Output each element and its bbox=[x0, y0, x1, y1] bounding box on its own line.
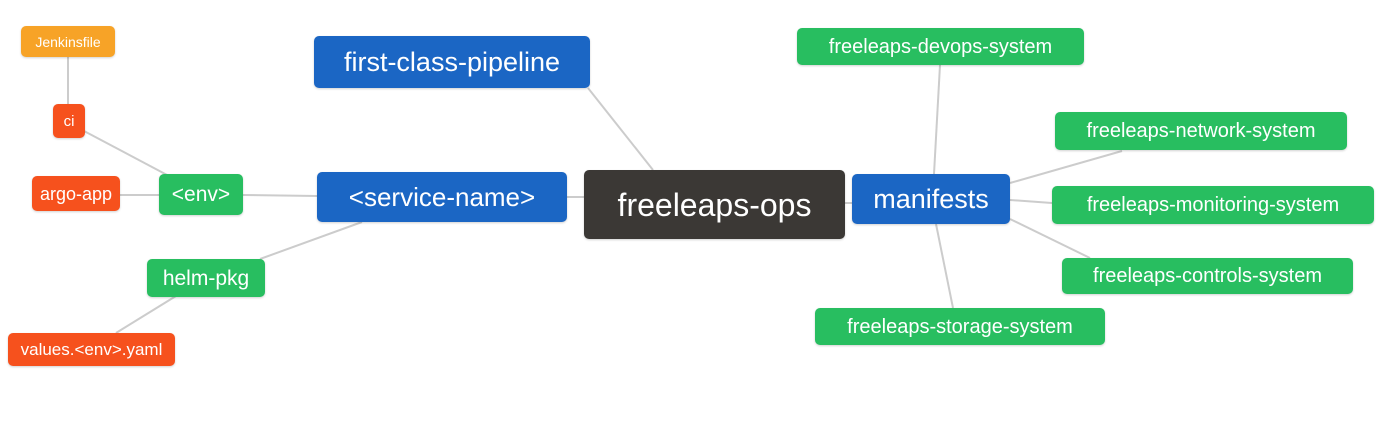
node-manifests[interactable]: manifests bbox=[852, 174, 1010, 224]
node-env[interactable]: <env> bbox=[159, 174, 243, 215]
node-service-name[interactable]: <service-name> bbox=[317, 172, 567, 222]
edge-values-helm-pkg bbox=[115, 295, 177, 334]
node-ci[interactable]: ci bbox=[53, 104, 85, 138]
node-freeleaps-controls-system[interactable]: freeleaps-controls-system bbox=[1062, 258, 1353, 294]
edge-pipeline-freeleaps-ops bbox=[587, 87, 654, 171]
node-freeleaps-storage-system[interactable]: freeleaps-storage-system bbox=[815, 308, 1105, 345]
edge-manifests-devops bbox=[933, 64, 941, 175]
node-freeleaps-devops-system[interactable]: freeleaps-devops-system bbox=[797, 28, 1084, 65]
node-first-class-pipeline[interactable]: first-class-pipeline bbox=[314, 36, 590, 88]
edge-manifests-monitoring bbox=[1009, 199, 1053, 204]
edge-helm-pkg-service-name bbox=[259, 221, 363, 260]
edge-manifests-network bbox=[1009, 150, 1123, 184]
edge-manifests-controls bbox=[1009, 218, 1091, 259]
node-jenkinsfile[interactable]: Jenkinsfile bbox=[21, 26, 115, 57]
node-freeleaps-ops[interactable]: freeleaps-ops bbox=[584, 170, 845, 239]
node-helm-pkg[interactable]: helm-pkg bbox=[147, 259, 265, 297]
node-argo-app[interactable]: argo-app bbox=[32, 176, 120, 211]
node-freeleaps-network-system[interactable]: freeleaps-network-system bbox=[1055, 112, 1347, 150]
edge-ci-env bbox=[83, 130, 170, 177]
edge-env-service-name bbox=[242, 194, 318, 197]
node-values-env-yaml[interactable]: values.<env>.yaml bbox=[8, 333, 175, 366]
edge-manifests-storage bbox=[935, 223, 954, 309]
node-freeleaps-monitoring-system[interactable]: freeleaps-monitoring-system bbox=[1052, 186, 1374, 224]
